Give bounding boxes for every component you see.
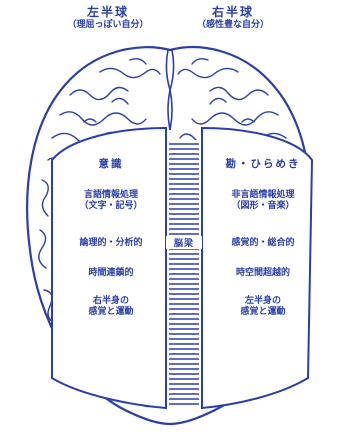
right-function-list: 勘・ひらめき 非言語情報処理 （図形・音楽） 感覚的・総合的 時空間超越的 左半… — [204, 150, 322, 390]
left-hemisphere-title: 左半球 — [48, 6, 168, 20]
right-panel-title: 勘・ひらめき — [204, 158, 322, 171]
right-item-spacetime: 時空間超越的 — [204, 268, 322, 279]
right-item-nonverbal: 非言語情報処理 （図形・音楽） — [204, 190, 322, 213]
right-hemisphere-header: 右半球 （感性豊な自分） — [168, 6, 298, 30]
left-item-body: 右半身の 感覚と運動 — [56, 296, 166, 319]
left-item-logical: 論理的・分析的 — [56, 238, 166, 249]
right-item-sensory: 感覚的・総合的 — [204, 238, 322, 249]
corpus-callosum — [167, 140, 201, 410]
left-panel-title: 意識 — [56, 158, 166, 171]
right-hemisphere-subtitle: （感性豊な自分） — [168, 20, 298, 30]
left-hemisphere-subtitle: （理屈っぽい自分） — [48, 20, 168, 30]
right-item-body: 左半身の 感覚と運動 — [204, 296, 322, 319]
corpus-callosum-label: 脳梁 — [166, 236, 202, 249]
right-hemisphere-title: 右半球 — [168, 6, 298, 20]
left-function-list: 意識 言語情報処理 （文字・記号） 論理的・分析的 時間連鎖的 右半身の 感覚と… — [56, 150, 166, 390]
longitudinal-fissure — [166, 50, 173, 130]
left-item-time: 時間連鎖的 — [56, 268, 166, 279]
left-item-language: 言語情報処理 （文字・記号） — [56, 190, 166, 213]
left-hemisphere-header: 左半球 （理屈っぽい自分） — [48, 6, 168, 30]
